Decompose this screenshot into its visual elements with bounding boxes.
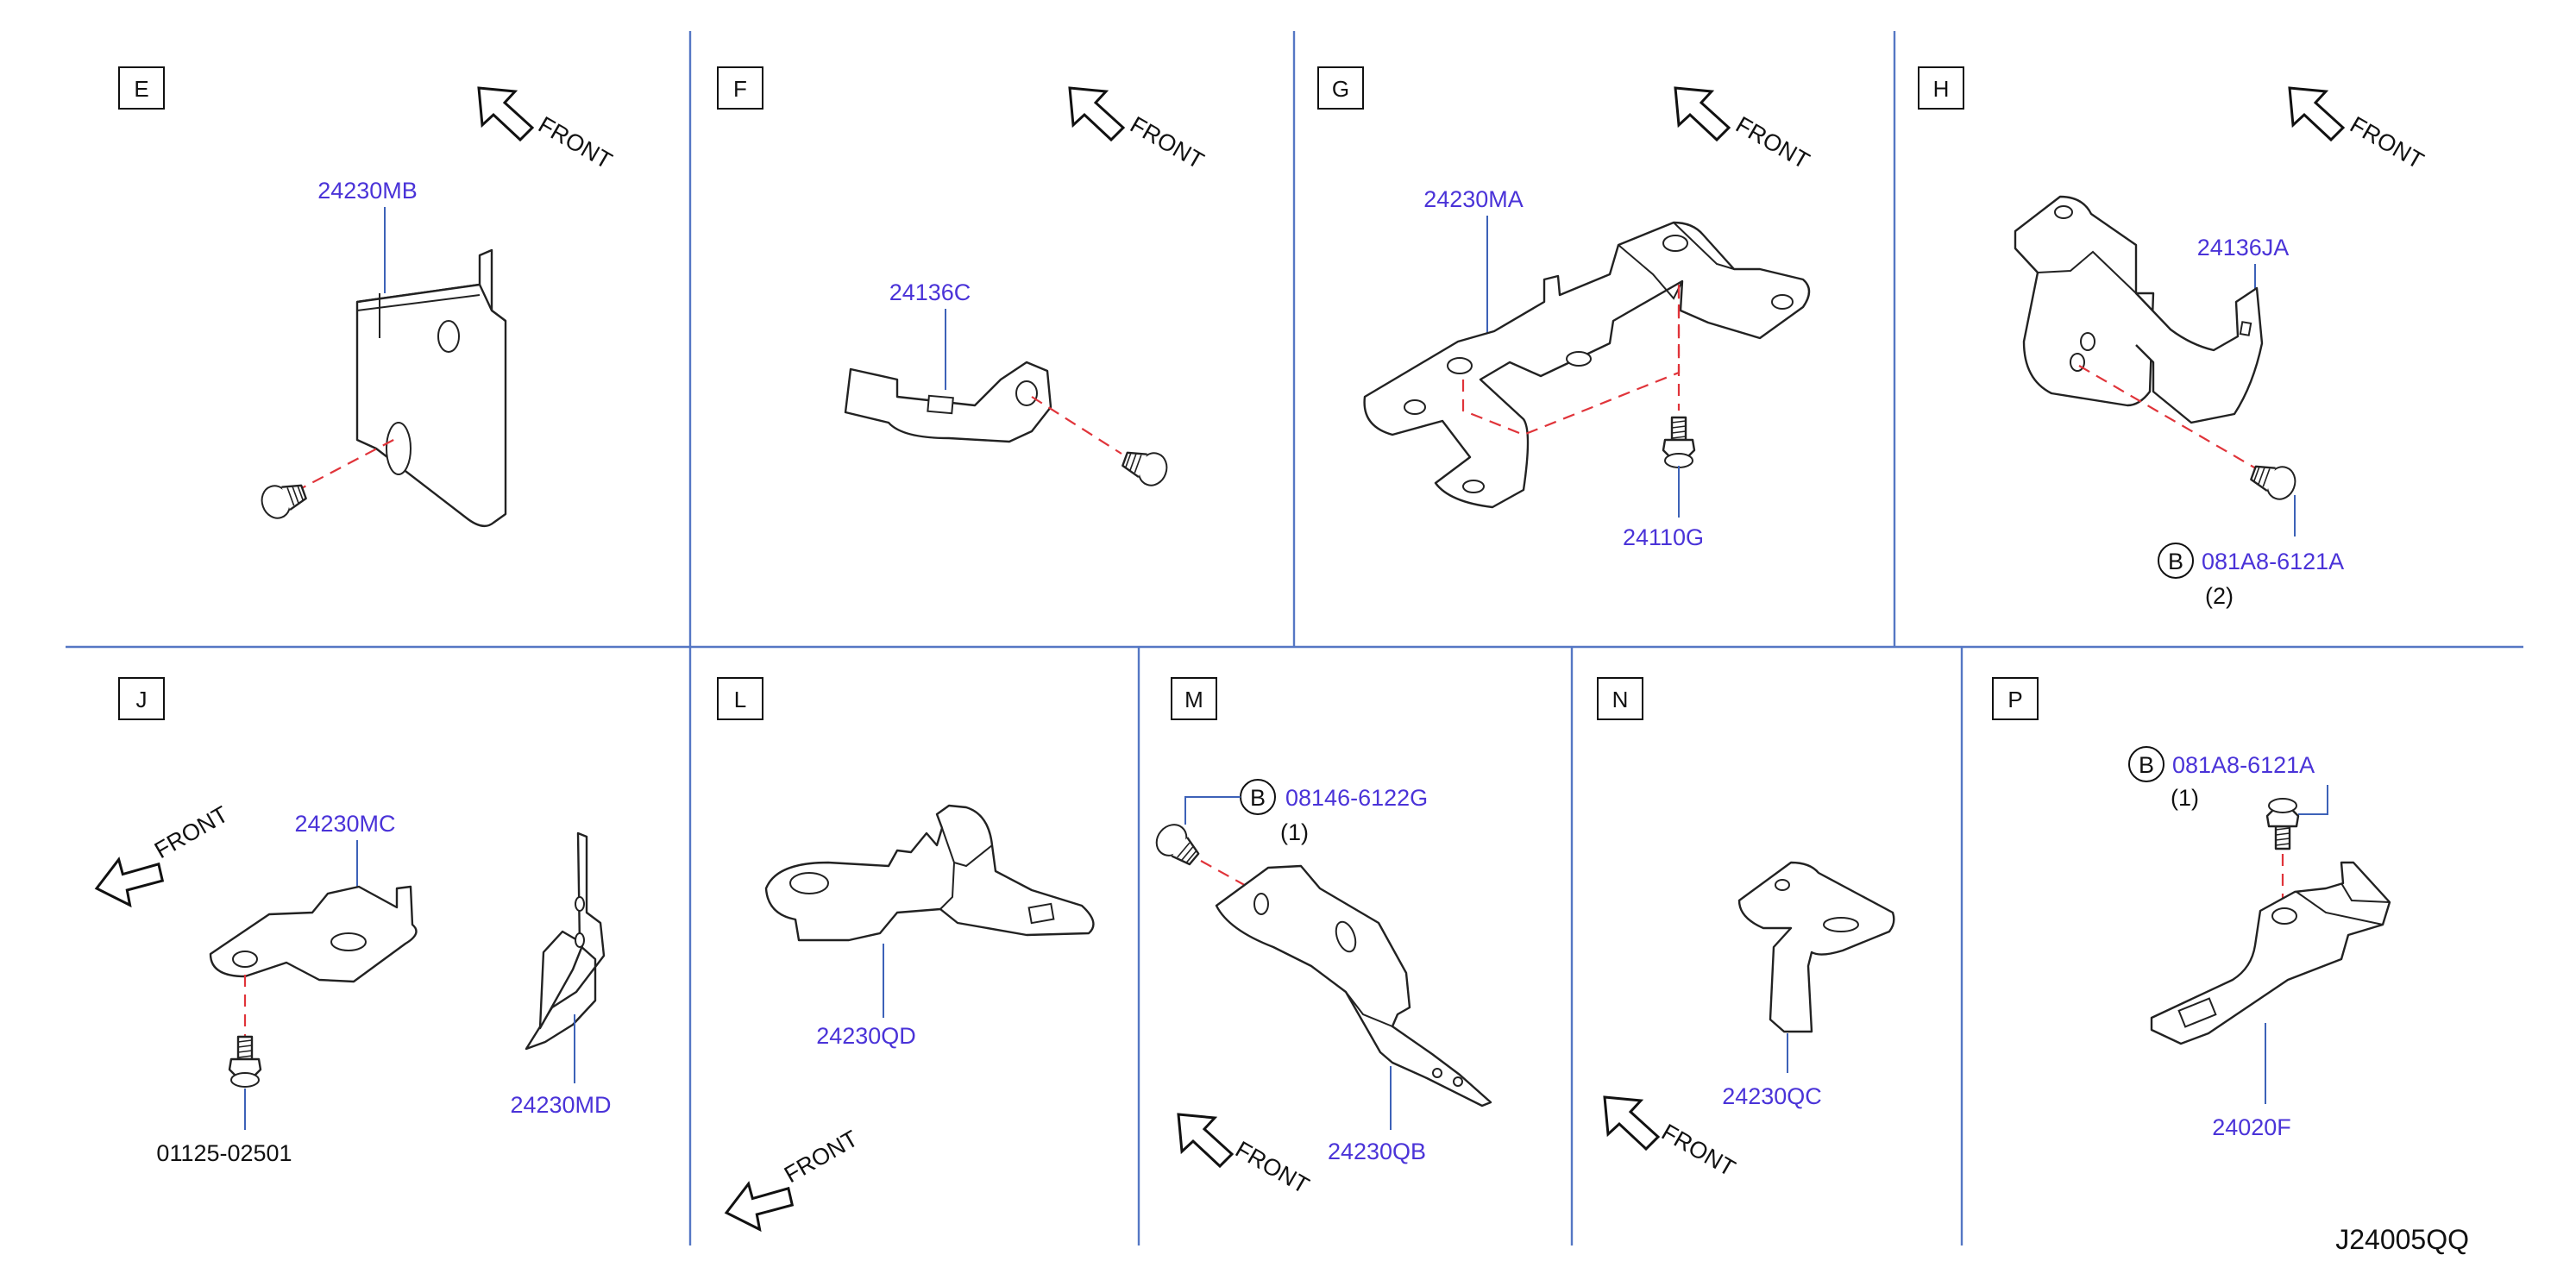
panel-h: H FRONT 24136JA B 081A8-6121A (2) bbox=[1918, 66, 2428, 609]
part-number-24230ma: 24230MA bbox=[1423, 186, 1524, 212]
bracket-24230mc bbox=[209, 885, 418, 983]
quantity: (1) bbox=[1280, 819, 1309, 845]
front-label: FRONT bbox=[1731, 111, 1814, 173]
panel-j-letter: J bbox=[136, 687, 148, 712]
bolt-icon bbox=[228, 1035, 262, 1089]
front-label: FRONT bbox=[1231, 1136, 1314, 1198]
part-number-081a8-6121a: 081A8-6121A bbox=[2202, 549, 2344, 574]
bolt-icon bbox=[1149, 817, 1206, 873]
part-number-24136c: 24136C bbox=[889, 279, 971, 305]
bolt-icon bbox=[1118, 442, 1172, 491]
part-number-24110g: 24110G bbox=[1623, 524, 1704, 550]
bracket-24230qc bbox=[1737, 861, 1895, 1033]
panel-l-letter: L bbox=[734, 687, 746, 712]
front-arrow-icon bbox=[1603, 1095, 1660, 1151]
bolt-circle-icon bbox=[2158, 543, 2194, 579]
front-label: FRONT bbox=[534, 111, 617, 173]
quantity: (2) bbox=[2205, 583, 2234, 609]
part-number-08146-6122g: 08146-6122G bbox=[1285, 785, 1428, 811]
front-arrow-icon bbox=[1177, 1113, 1234, 1168]
panel-g: G FRONT 24230MA 24110G bbox=[1317, 66, 1814, 550]
panel-f: F FRONT 24136C bbox=[717, 66, 1209, 491]
part-number-24230qb: 24230QB bbox=[1328, 1139, 1426, 1164]
part-number-24136ja: 24136JA bbox=[2197, 235, 2290, 260]
panel-j: J FRONT 24230MC 01125-02501 24230MD bbox=[95, 677, 612, 1166]
panel-dividers bbox=[66, 31, 2523, 1245]
front-arrow-icon bbox=[1674, 86, 1731, 141]
part-number-24230md: 24230MD bbox=[510, 1092, 611, 1118]
bracket-24136c bbox=[844, 361, 1052, 443]
bolt-circle-letter: B bbox=[1250, 785, 1266, 811]
panel-n-letter: N bbox=[1612, 687, 1629, 712]
panel-p-letter: P bbox=[2007, 687, 2022, 712]
front-label: FRONT bbox=[150, 801, 233, 863]
panel-e-letter-box bbox=[118, 66, 165, 110]
panel-e: E FRONT 24230MB bbox=[118, 66, 617, 528]
diagram-reference-code: J24005QQ bbox=[2335, 1224, 2469, 1255]
bolt-circle-letter: B bbox=[2168, 549, 2183, 574]
bracket-24230qb bbox=[1215, 864, 1492, 1107]
panel-g-letter: G bbox=[1332, 76, 1349, 102]
front-arrow-icon bbox=[477, 86, 534, 141]
front-arrow-icon bbox=[2288, 86, 2345, 141]
front-label: FRONT bbox=[780, 1126, 863, 1188]
bolt-icon bbox=[2246, 456, 2301, 505]
front-label: FRONT bbox=[1657, 1119, 1740, 1181]
panel-f-letter: F bbox=[733, 76, 747, 102]
panel-n: N 24230QC FRONT bbox=[1597, 677, 1895, 1182]
bracket-24230ma bbox=[1363, 221, 1811, 509]
part-number-24230mb: 24230MB bbox=[317, 178, 418, 204]
bolt-icon bbox=[1662, 416, 1696, 469]
panel-m: M B 08146-6122G (1) 24230QB FRONT bbox=[1149, 677, 1492, 1199]
front-arrow-icon bbox=[1068, 86, 1125, 141]
part-number-081a8-6121a: 081A8-6121A bbox=[2172, 752, 2315, 778]
panel-m-letter: M bbox=[1184, 687, 1203, 712]
part-number-24230qd: 24230QD bbox=[816, 1023, 916, 1049]
panel-e-letter: E bbox=[134, 76, 148, 102]
bracket-24136ja bbox=[2014, 195, 2155, 407]
quantity: (1) bbox=[2171, 785, 2199, 811]
front-label: FRONT bbox=[2346, 111, 2428, 173]
part-number-01125-02501: 01125-02501 bbox=[156, 1140, 292, 1166]
bolt-circle-letter: B bbox=[2139, 752, 2154, 778]
panel-p: P B 081A8-6121A (1) 24020F bbox=[1992, 677, 2391, 1140]
part-number-24230qc: 24230QC bbox=[1722, 1083, 1822, 1109]
bracket-24020f bbox=[2150, 861, 2391, 1045]
panel-l: L FRONT 24230QD bbox=[717, 677, 1095, 1242]
panel-h-letter: H bbox=[1933, 76, 1950, 102]
bolt-icon bbox=[256, 475, 311, 524]
bolt-circle-icon bbox=[2128, 746, 2164, 782]
part-number-24230mc: 24230MC bbox=[294, 811, 395, 837]
part-number-24020f: 24020F bbox=[2212, 1114, 2291, 1140]
bolt-icon bbox=[2265, 797, 2300, 850]
front-label: FRONT bbox=[1126, 111, 1209, 173]
